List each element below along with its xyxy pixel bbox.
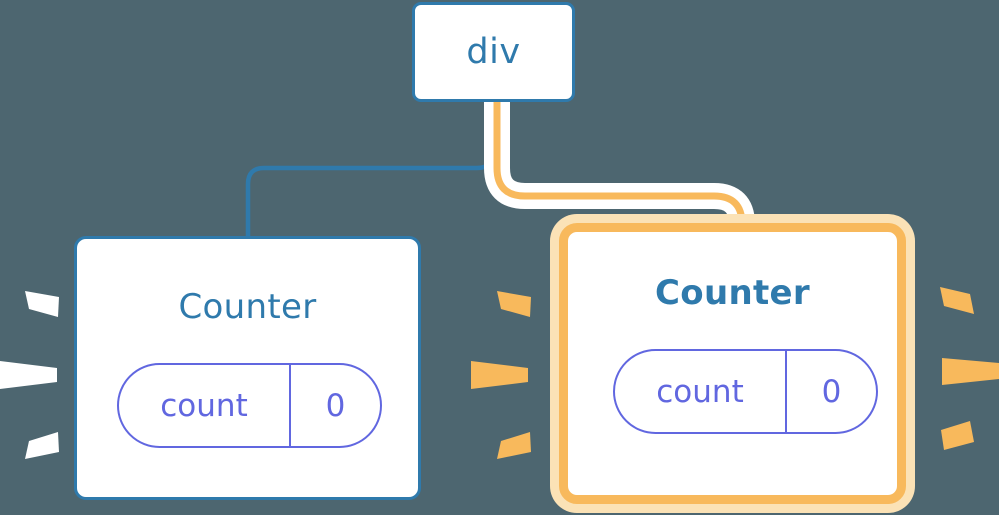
edge-div-to-counter-left (245, 100, 496, 238)
counter-left-title: Counter (178, 287, 317, 327)
counter-left-state-value: 0 (325, 387, 346, 424)
counter-right-title: Counter (655, 273, 810, 313)
edge-div-to-counter-right (493, 100, 746, 245)
node-div-label: div (466, 32, 521, 72)
node-counter-left[interactable]: Counter count 0 (74, 236, 421, 500)
counter-right-state-pill: count 0 (613, 349, 878, 434)
node-div[interactable]: div (412, 2, 575, 102)
node-counter-right[interactable]: Counter count 0 (559, 223, 906, 504)
counter-right-state-key: count (615, 351, 787, 432)
counter-left-state-pill: count 0 (117, 363, 382, 448)
counter-right-state-value: 0 (821, 373, 842, 410)
counter-left-state-key: count (119, 365, 291, 446)
